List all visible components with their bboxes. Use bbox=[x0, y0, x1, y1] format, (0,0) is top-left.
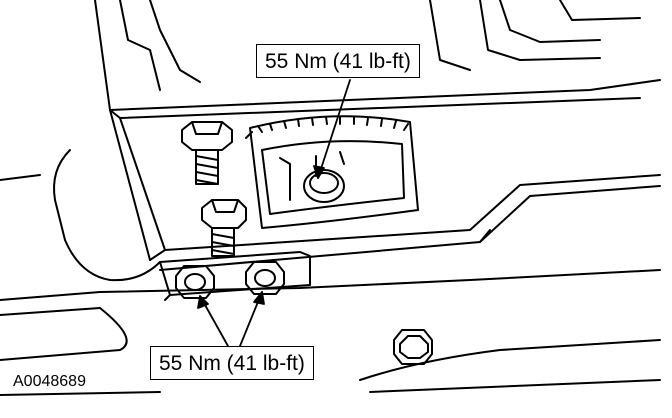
nut-left bbox=[175, 265, 215, 299]
bolt-upper bbox=[181, 121, 233, 185]
bolt-lower bbox=[201, 199, 247, 257]
mounting-bracket bbox=[159, 251, 311, 301]
torque-callout-top: 55 Nm (41 lb-ft) bbox=[256, 44, 420, 78]
mount-pad bbox=[245, 115, 419, 229]
leader-lines bbox=[197, 79, 351, 347]
upper-panel bbox=[94, 0, 661, 119]
figure-id-label: A0048689 bbox=[13, 373, 86, 390]
torque-callout-bottom: 55 Nm (41 lb-ft) bbox=[150, 346, 314, 380]
nut-right bbox=[245, 261, 285, 295]
left-post bbox=[0, 109, 166, 282]
frame-rail bbox=[0, 174, 661, 396]
loose-nut bbox=[393, 329, 433, 365]
